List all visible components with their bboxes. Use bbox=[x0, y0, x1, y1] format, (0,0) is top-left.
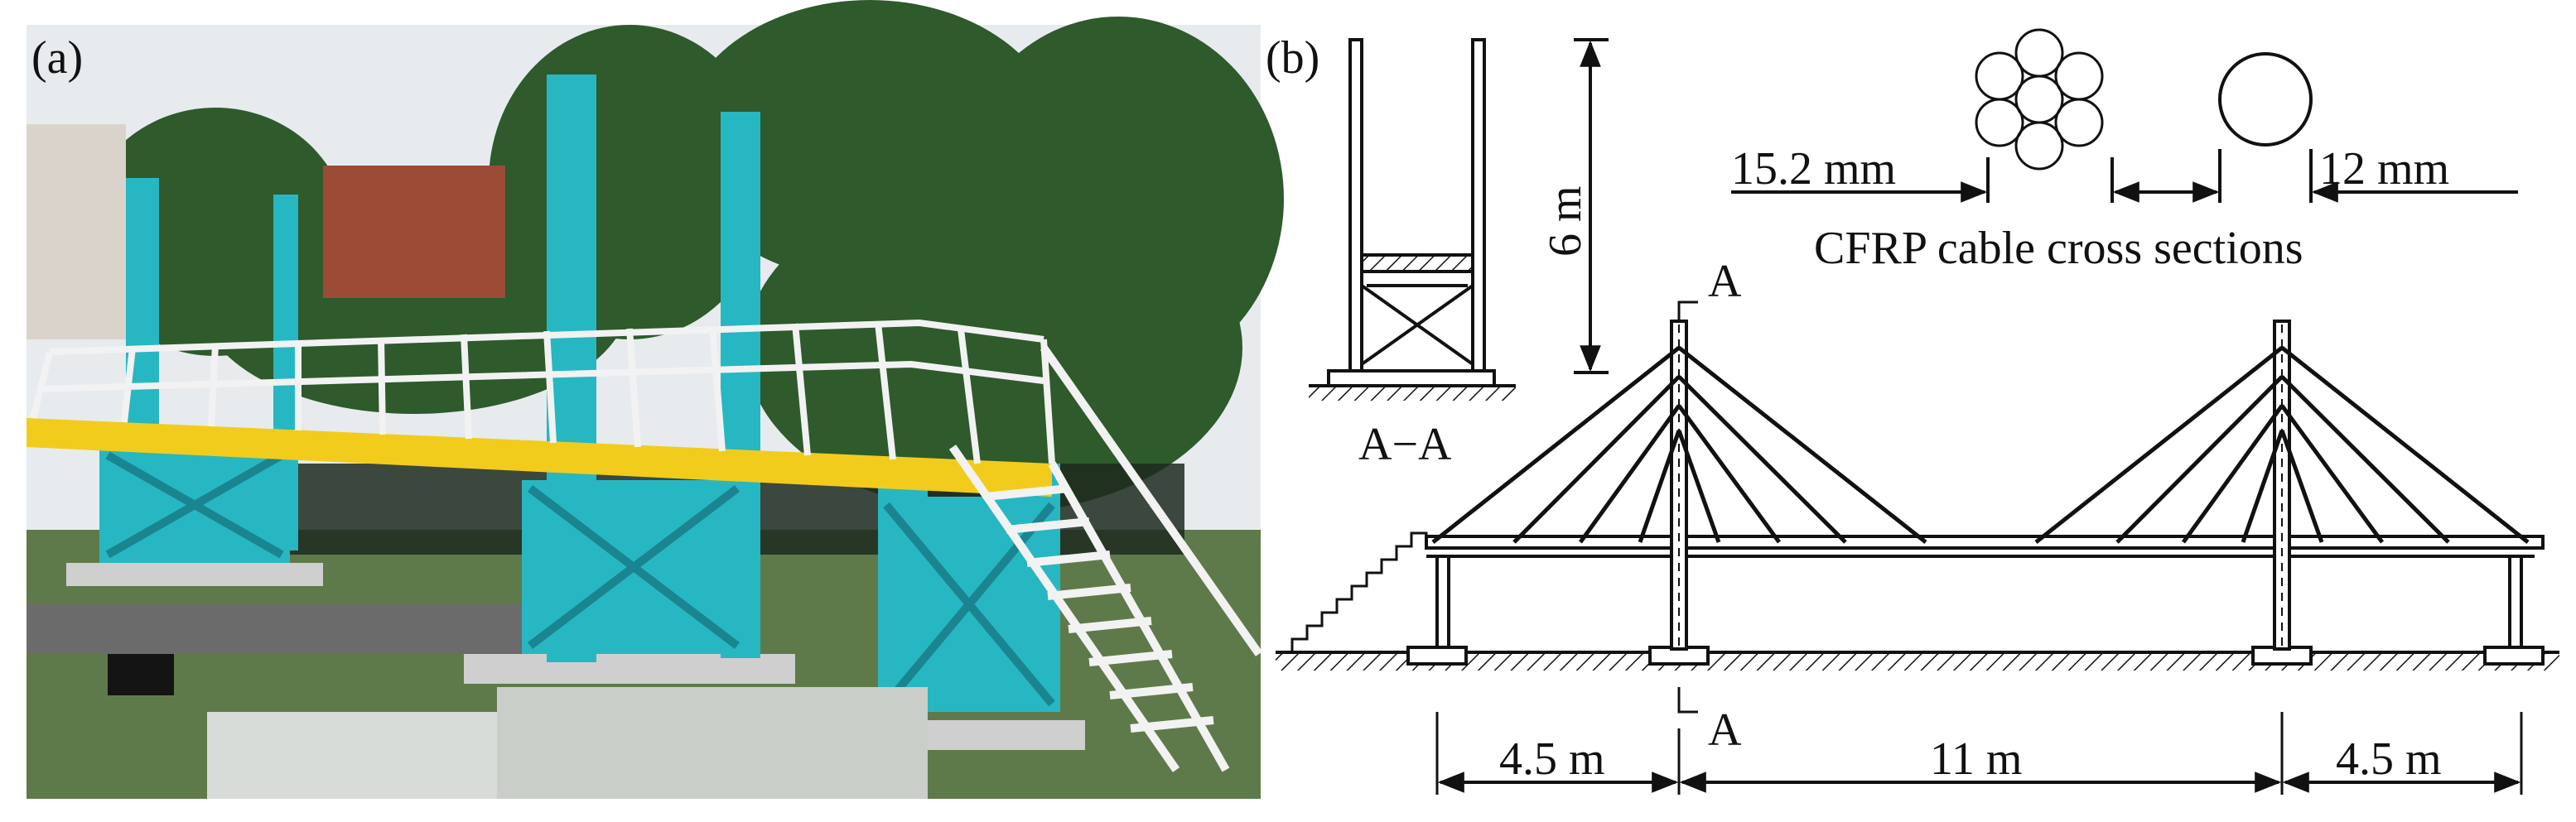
end-column bbox=[2508, 555, 2523, 651]
section-ground-hatch bbox=[1309, 386, 1516, 401]
drawing-panel: (b) A−A 6 m bbox=[1266, 28, 2559, 795]
photo-black-object bbox=[108, 654, 174, 695]
photo-materials bbox=[497, 687, 928, 799]
bridge-elevation: A A 4.5 m 11 m 4.5 m bbox=[1276, 256, 2559, 795]
photo-tower-bracing bbox=[105, 451, 1055, 707]
panel-label-a: (a) bbox=[31, 32, 83, 84]
strand-cable-section bbox=[1975, 28, 2104, 171]
section-height-label: 6 m bbox=[1540, 185, 1591, 257]
stay-cables-right bbox=[2034, 346, 2530, 544]
elevation-staircase bbox=[1290, 531, 1428, 652]
span-label-center: 11 m bbox=[1930, 733, 2022, 785]
span-label-left: 4.5 m bbox=[1499, 733, 1605, 785]
rod-cable-section bbox=[2218, 52, 2313, 147]
stay-cables-left bbox=[1431, 346, 1927, 544]
photo-building-red bbox=[323, 166, 505, 298]
photo-deck bbox=[27, 418, 1052, 497]
photo-building-left bbox=[27, 124, 126, 339]
cable-cross-sections: 15.2 mm 12 mm CFRP cable cross sections bbox=[1731, 28, 2518, 274]
strand-diameter-label: 15.2 mm bbox=[1731, 143, 1896, 195]
elevation-deck bbox=[1425, 535, 2545, 550]
photo-railing bbox=[30, 319, 1055, 464]
pylon-right bbox=[2273, 320, 2291, 651]
end-column bbox=[1435, 555, 1450, 651]
photo-footing bbox=[464, 654, 795, 684]
rod-diameter-label: 12 mm bbox=[2319, 143, 2449, 195]
photo-footing bbox=[66, 563, 323, 586]
span-label-right: 4.5 m bbox=[2336, 733, 2442, 785]
section-title: A−A bbox=[1358, 419, 1452, 470]
section-a-a: A−A 6 m bbox=[1309, 38, 1609, 470]
photo-staircase bbox=[948, 345, 1263, 772]
section-deck-hatched bbox=[1360, 253, 1474, 273]
photo-panel: (a) bbox=[27, 0, 1284, 799]
panel-label-b: (b) bbox=[1266, 32, 1319, 84]
section-cut-top: A bbox=[1708, 256, 1742, 307]
photo-pavement bbox=[27, 604, 540, 654]
photo-trees bbox=[83, 0, 1284, 513]
ground-hatch bbox=[1276, 654, 2559, 671]
section-cut-bottom: A bbox=[1708, 704, 1742, 756]
cross-section-caption: CFRP cable cross sections bbox=[1814, 223, 2303, 274]
